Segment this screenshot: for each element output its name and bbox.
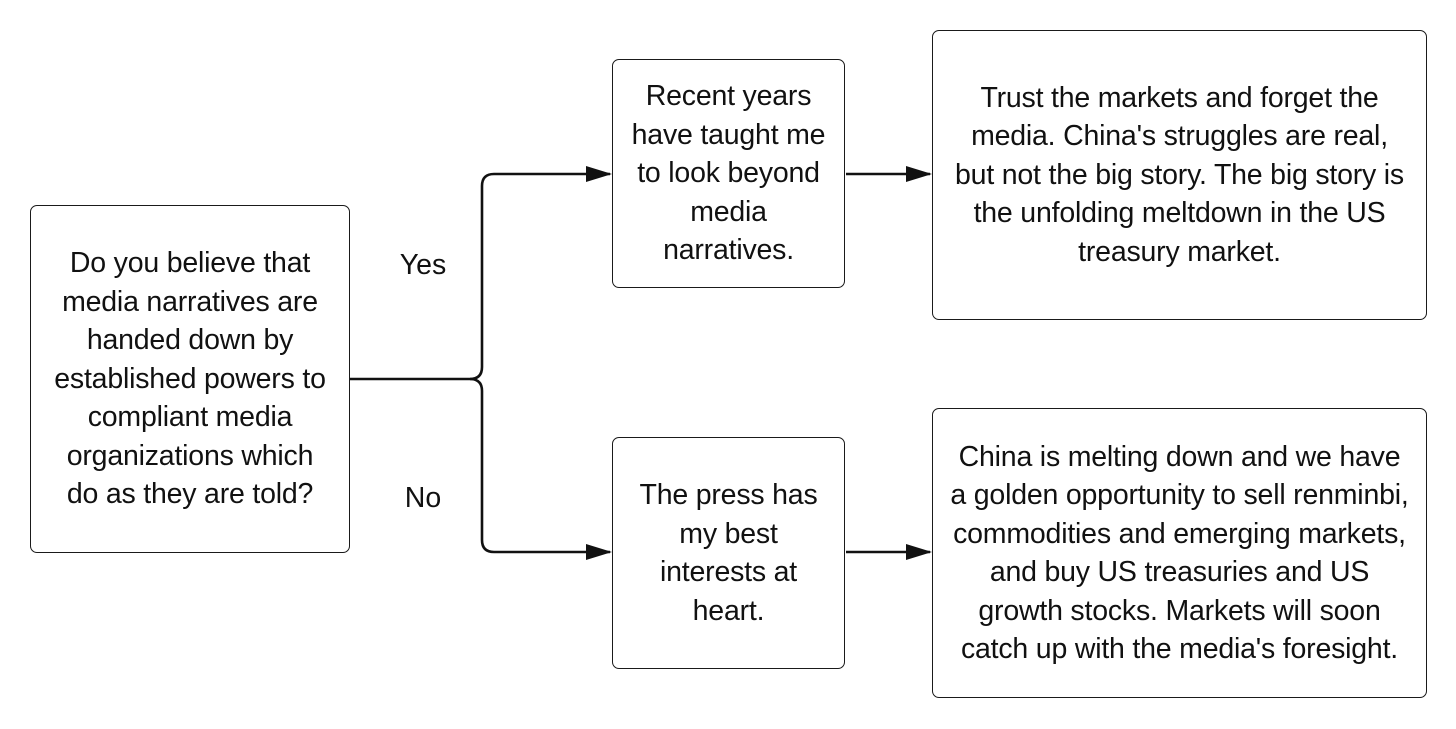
question-box: Do you believe that media narratives are…	[30, 205, 350, 553]
no-belief-text: The press has my best interests at heart…	[639, 479, 818, 627]
yes-conclusion-box: Trust the markets and forget the media. …	[932, 30, 1427, 320]
yes-branch-line	[469, 166, 612, 381]
yes-belief-text: Recent years have taught me to look beyo…	[631, 80, 826, 267]
yes-belief-box: Recent years have taught me to look beyo…	[612, 59, 845, 288]
yes-conclusion-text: Trust the markets and forget the media. …	[955, 81, 1404, 268]
yes-label: Yes	[399, 249, 447, 281]
no-label: No	[404, 482, 442, 514]
no-conclusion-text: China is melting down and we have a gold…	[950, 440, 1409, 666]
no-belief-box: The press has my best interests at heart…	[612, 437, 845, 669]
question-text: Do you believe that media narratives are…	[54, 247, 326, 511]
no-branch-line	[469, 377, 612, 560]
no-conclusion-box: China is melting down and we have a gold…	[932, 408, 1427, 698]
